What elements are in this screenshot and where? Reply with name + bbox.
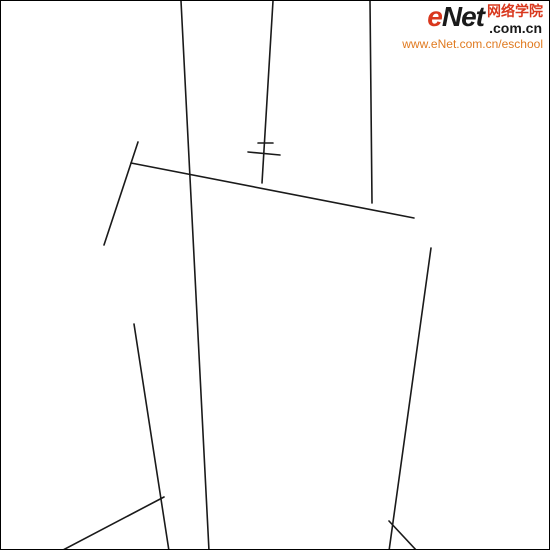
right-vertical-line [369,1,373,204]
left-diagonal-short [103,141,139,246]
right-lower-line [388,247,432,549]
watermark-logo: eNet [427,1,485,32]
upper-center-line [261,1,274,184]
watermark-chinese-name: 网络学院 [487,4,543,20]
bottom-left-diagonal [63,496,165,549]
watermark-logo-net: Net [441,1,485,32]
tick-mark-lower [247,151,281,156]
bottom-right-diagonal [388,520,417,549]
left-lower-line [133,323,170,549]
long-vertical-line [180,1,210,549]
horizontal-slanted-line [130,162,415,219]
watermark-url: www.eNet.com.cn/eschool [402,37,543,51]
watermark-domain: .com.cn [489,20,542,36]
watermark-logo-e: e [427,1,443,32]
